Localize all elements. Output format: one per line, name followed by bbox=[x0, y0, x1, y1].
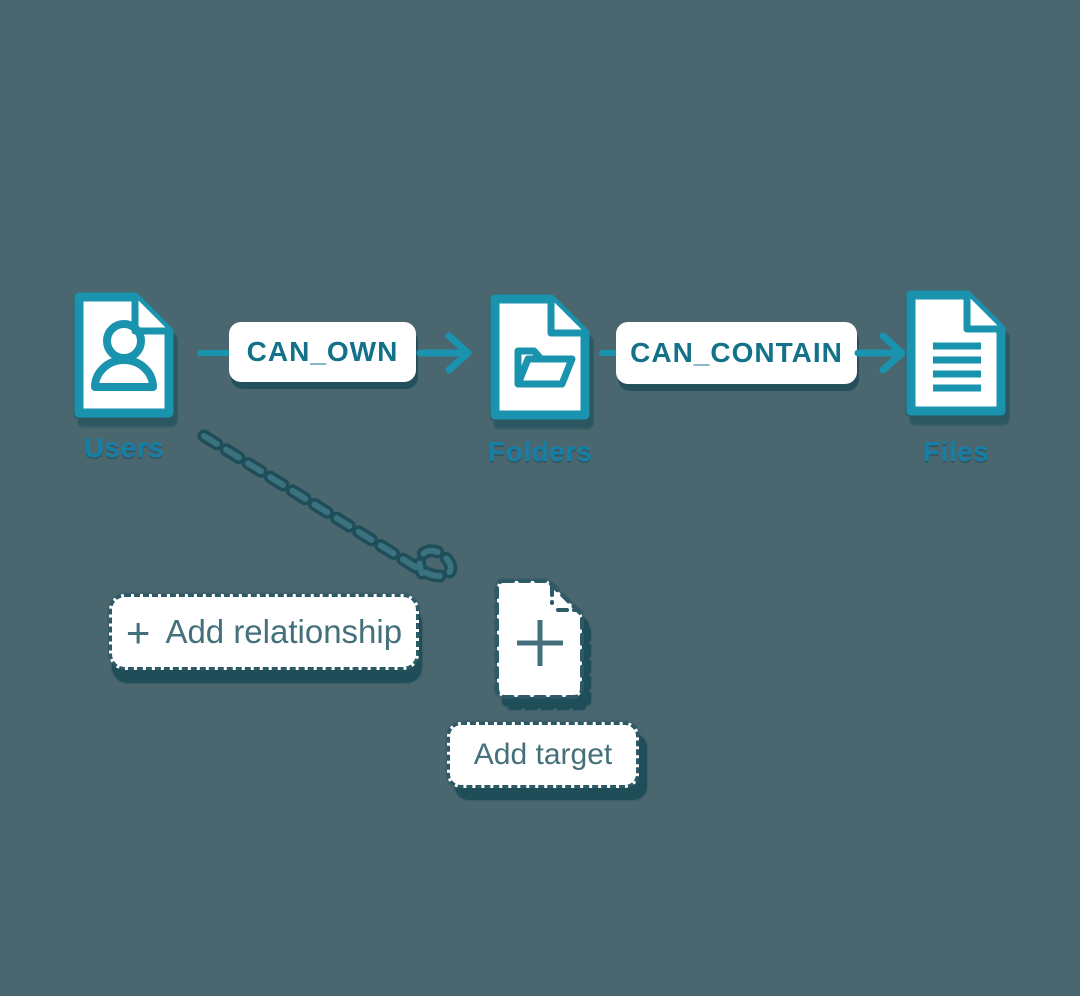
node-folders bbox=[488, 292, 592, 422]
relationship-pill-can-own: CAN_OWN bbox=[229, 322, 416, 382]
node-label-folders: Folders bbox=[488, 436, 593, 467]
user-document-icon bbox=[74, 292, 174, 418]
arrow-cancontain-files bbox=[854, 330, 908, 376]
dashed-curved-arrow-icon bbox=[197, 429, 458, 583]
add-relationship-button[interactable]: + Add relationship bbox=[109, 594, 419, 670]
plus-icon bbox=[517, 620, 563, 666]
node-label-files: Files bbox=[922, 436, 990, 467]
arrow-right-icon bbox=[416, 332, 472, 374]
node-users bbox=[72, 290, 176, 420]
add-target-button[interactable]: Add target bbox=[447, 722, 639, 788]
file-lines-document-icon bbox=[906, 290, 1006, 416]
relationship-pill-can-contain: CAN_CONTAIN bbox=[616, 322, 857, 384]
node-files bbox=[904, 288, 1008, 418]
connector-folders-cancontain bbox=[598, 346, 622, 360]
arrow-right-icon bbox=[854, 332, 906, 374]
add-relationship-label: Add relationship bbox=[165, 613, 403, 650]
relationship-label: CAN_CONTAIN bbox=[630, 337, 843, 368]
add-target-node[interactable] bbox=[492, 576, 594, 704]
relationship-label: CAN_OWN bbox=[246, 336, 399, 367]
arrow-canown-folders bbox=[416, 330, 475, 376]
dashed-document-plus-icon bbox=[495, 579, 584, 699]
folder-document-icon bbox=[490, 294, 590, 420]
add-relationship-sketch-arrow bbox=[192, 426, 462, 611]
connector-users-canown bbox=[196, 346, 232, 360]
node-label-users: Users bbox=[83, 432, 165, 463]
add-target-label: Add target bbox=[473, 738, 613, 771]
